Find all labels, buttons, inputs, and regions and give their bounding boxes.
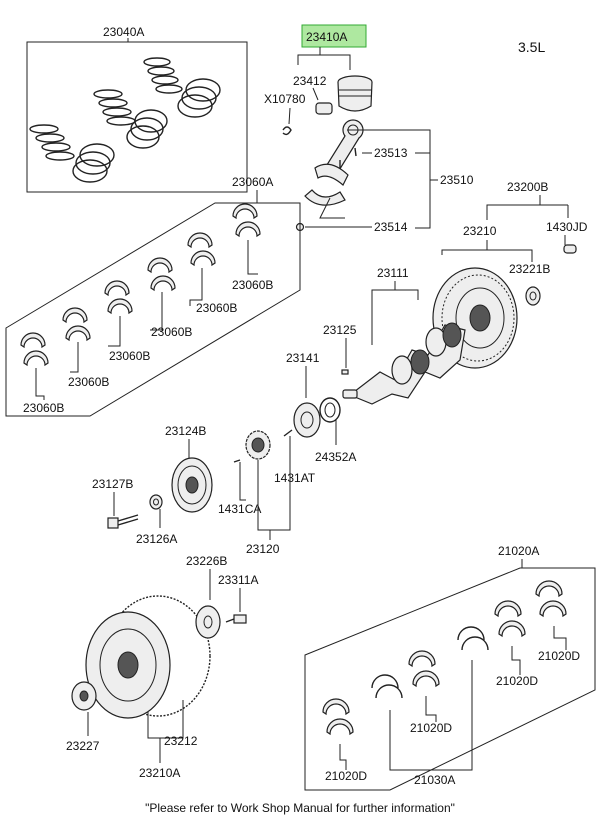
bearing-pair-5[interactable] <box>62 307 91 342</box>
label-23513: 23513 <box>374 146 408 160</box>
flywheel[interactable] <box>85 595 211 719</box>
dowel-pin[interactable] <box>563 244 577 254</box>
label-21020A: 21020A <box>498 544 539 558</box>
bearing-pair-6[interactable] <box>20 332 49 367</box>
pilot-bushing-23227[interactable] <box>71 681 97 711</box>
label-23410A: 23410A <box>306 30 347 44</box>
label-23060B-2: 23060B <box>196 301 237 315</box>
label-X10780: X10780 <box>264 92 306 106</box>
thrust-bearing-1[interactable] <box>457 626 489 651</box>
label-1430JD: 1430JD <box>546 220 588 234</box>
label-21020D-3: 21020D <box>410 721 452 735</box>
label-23412: 23412 <box>293 74 327 88</box>
piston-pin[interactable] <box>315 102 333 115</box>
label-23126A: 23126A <box>136 532 177 546</box>
label-23127B: 23127B <box>92 477 133 491</box>
flywheel-reinforcement-plate[interactable] <box>195 605 221 639</box>
main-bearing-pair-3[interactable] <box>408 650 440 688</box>
label-23060B-5: 23060B <box>68 375 109 389</box>
label-23124B: 23124B <box>165 424 206 438</box>
timing-gear[interactable] <box>245 430 271 460</box>
front-oil-seal[interactable] <box>319 397 341 423</box>
crankshaft[interactable] <box>342 322 466 405</box>
bearing-pair-4[interactable] <box>104 280 133 315</box>
piston[interactable] <box>337 75 373 112</box>
key-1431CA[interactable] <box>233 459 241 463</box>
piston-ring-set[interactable] <box>26 38 248 193</box>
label-1431AT: 1431AT <box>274 471 316 485</box>
connecting-rod[interactable] <box>304 119 364 206</box>
main-bearing-pair-1[interactable] <box>535 580 567 618</box>
bearing-pair-2[interactable] <box>187 232 216 267</box>
label-23210A: 23210A <box>139 766 180 780</box>
crank-sprocket[interactable] <box>293 402 321 438</box>
main-bearing-pair-4[interactable] <box>322 698 354 736</box>
label-23212: 23212 <box>164 734 198 748</box>
label-23060B-1: 23060B <box>232 278 273 292</box>
label-23060B-6: 23060B <box>23 401 64 415</box>
label-23125: 23125 <box>323 323 357 337</box>
rod-bearing-set[interactable] <box>5 202 301 417</box>
engine-label: 3.5L <box>518 39 545 55</box>
label-24352A: 24352A <box>315 450 356 464</box>
label-23060B-4: 23060B <box>109 349 150 363</box>
label-21030A: 21030A <box>414 773 455 787</box>
flywheel-bolt[interactable] <box>225 614 247 624</box>
pilot-bearing[interactable] <box>525 286 541 306</box>
label-23060A: 23060A <box>232 175 273 189</box>
label-21020D-4: 21020D <box>325 769 367 783</box>
label-23040A: 23040A <box>103 25 144 39</box>
label-23210: 23210 <box>463 224 497 238</box>
pulley-bolt[interactable] <box>107 514 139 529</box>
label-23200B: 23200B <box>507 180 548 194</box>
snap-ring[interactable] <box>282 126 292 136</box>
label-23221B: 23221B <box>509 262 550 276</box>
thrust-bearing-2[interactable] <box>371 674 403 699</box>
footer-note: "Please refer to Work Shop Manual for fu… <box>145 801 455 815</box>
label-23226B: 23226B <box>186 554 227 568</box>
label-23120: 23120 <box>246 542 280 556</box>
label-23510: 23510 <box>440 173 474 187</box>
bearing-pair-1[interactable] <box>232 203 261 238</box>
label-1431CA: 1431CA <box>218 502 261 516</box>
label-21020D-1: 21020D <box>538 649 580 663</box>
label-23227: 23227 <box>66 739 100 753</box>
pulley-washer[interactable] <box>149 494 163 510</box>
label-23141: 23141 <box>286 351 320 365</box>
main-bearing-set[interactable] <box>304 567 596 791</box>
label-23111: 23111 <box>377 266 409 280</box>
label-21020D-2: 21020D <box>496 674 538 688</box>
key-1431AT[interactable] <box>283 429 293 437</box>
label-23514: 23514 <box>374 220 408 234</box>
damper-pulley[interactable] <box>171 457 213 513</box>
bearing-pair-3[interactable] <box>147 257 176 292</box>
label-23311A: 23311A <box>218 573 258 587</box>
main-bearing-pair-2[interactable] <box>494 600 526 638</box>
label-23060B-3: 23060B <box>151 325 192 339</box>
highlight-23410A[interactable] <box>301 24 367 48</box>
crank-key[interactable] <box>341 369 349 375</box>
